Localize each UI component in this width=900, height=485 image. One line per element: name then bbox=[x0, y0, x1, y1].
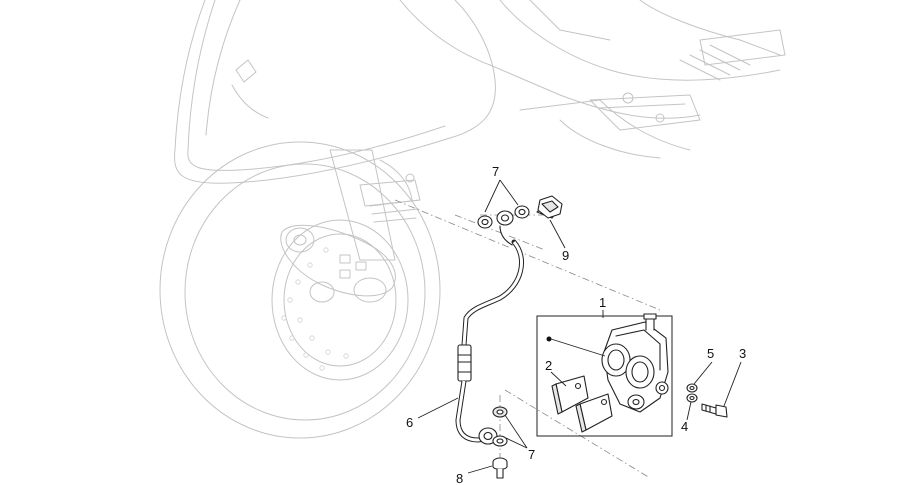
callout-brake-caliper: 1 bbox=[599, 295, 606, 310]
callout-banjo-bolt: 9 bbox=[562, 248, 569, 263]
callout-labels: 1 2 3 4 5 6 7 7 8 9 bbox=[406, 164, 746, 485]
callout-seal-washers-top: 7 bbox=[492, 164, 499, 179]
callout-spring-washer: 5 bbox=[707, 346, 714, 361]
spring-washer bbox=[686, 383, 698, 393]
washer bbox=[686, 393, 698, 403]
callout-brake-pads: 2 bbox=[545, 358, 552, 373]
hose-bolt bbox=[492, 457, 508, 479]
leader-lines bbox=[417, 179, 742, 474]
caliper-kit-frame bbox=[536, 315, 673, 437]
banjo-bolt bbox=[536, 195, 563, 219]
caliper-reference-dot bbox=[546, 336, 552, 342]
brake-hose bbox=[455, 210, 524, 445]
seal-washers-top bbox=[477, 205, 530, 229]
brake-caliper bbox=[601, 313, 669, 413]
callout-hose-bolt: 8 bbox=[456, 471, 463, 485]
seal-washers-bottom bbox=[492, 406, 508, 447]
scooter-background-drawing bbox=[159, 0, 786, 439]
screw bbox=[701, 403, 728, 418]
callout-seal-washers-bottom: 7 bbox=[528, 447, 535, 462]
brake-pads bbox=[551, 375, 613, 433]
callout-screw: 3 bbox=[739, 346, 746, 361]
callout-washer: 4 bbox=[681, 419, 688, 434]
callout-brake-hose: 6 bbox=[406, 415, 413, 430]
